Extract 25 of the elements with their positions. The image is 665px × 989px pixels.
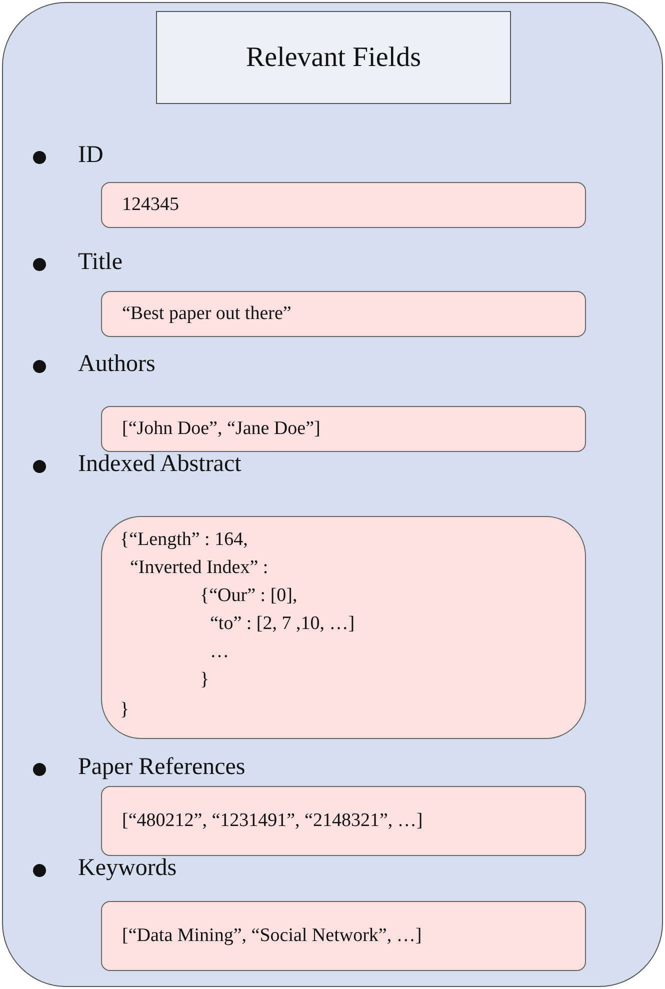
value-text: 124345 [122,194,179,216]
value-text: } [120,699,130,721]
value-box [101,516,586,739]
field-heading: Indexed Abstract [78,451,242,477]
field-heading: Keywords [78,855,177,881]
value-text: [“480212”, “1231491”, “2148321”, …] [122,810,423,832]
value-text: “to” : [2, 7 ,10, …] [210,613,355,635]
value-text: [“Data Mining”, “Social Network”, …] [122,925,422,947]
value-text: “Best paper out there” [122,303,292,325]
value-box [101,901,586,971]
value-box [101,291,586,337]
value-text: [“John Doe”, “Jane Doe”] [122,418,320,440]
value-text: “Inverted Index” : [130,557,268,579]
value-text: {“Length” : 164, [120,529,248,551]
title-box: Relevant Fields [156,11,511,104]
value-text: } [200,669,210,691]
value-text: … [210,641,229,663]
value-box [101,182,586,228]
field-heading: Paper References [78,754,246,780]
field-heading: Authors [78,351,156,377]
value-box [101,786,586,856]
field-heading: Title [78,249,122,275]
value-box [101,406,586,452]
value-text: {“Our” : [0], [200,585,298,607]
field-heading: ID [78,142,104,168]
